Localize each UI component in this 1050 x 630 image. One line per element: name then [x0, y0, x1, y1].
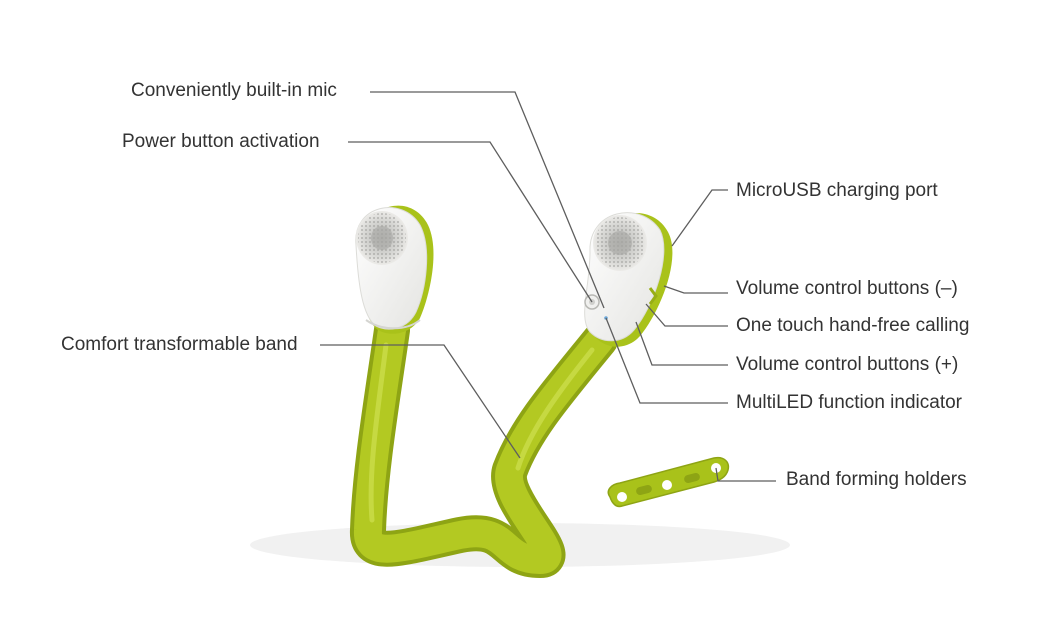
leader-built-in-mic: [370, 91, 605, 309]
leader-band-holders: [715, 467, 776, 482]
band-forming-holder: [607, 456, 730, 508]
leader-multiled: [605, 317, 728, 404]
label-microusb-port: MicroUSB charging port: [736, 180, 938, 201]
leader-power-button: [348, 141, 593, 303]
label-band-holders: Band forming holders: [786, 469, 967, 490]
label-multiled-indicator: MultiLED function indicator: [736, 392, 962, 413]
label-volume-plus: Volume control buttons (+): [736, 354, 959, 375]
label-one-touch-calling: One touch hand-free calling: [736, 315, 970, 336]
leader-comfort-band: [320, 344, 521, 459]
leader-volume-minus: [663, 285, 728, 294]
leader-lines: [320, 91, 776, 482]
leader-volume-plus: [635, 321, 728, 366]
label-built-in-mic: Conveniently built-in mic: [131, 80, 337, 101]
right-earpiece: [584, 212, 673, 347]
label-power-button: Power button activation: [122, 131, 320, 152]
flexible-band: [350, 312, 618, 579]
leader-microusb: [671, 189, 728, 247]
label-volume-minus: Volume control buttons (–): [736, 278, 958, 299]
label-comfort-band: Comfort transformable band: [61, 334, 298, 355]
left-earpiece: [355, 205, 434, 334]
leader-one-touch: [645, 303, 728, 327]
